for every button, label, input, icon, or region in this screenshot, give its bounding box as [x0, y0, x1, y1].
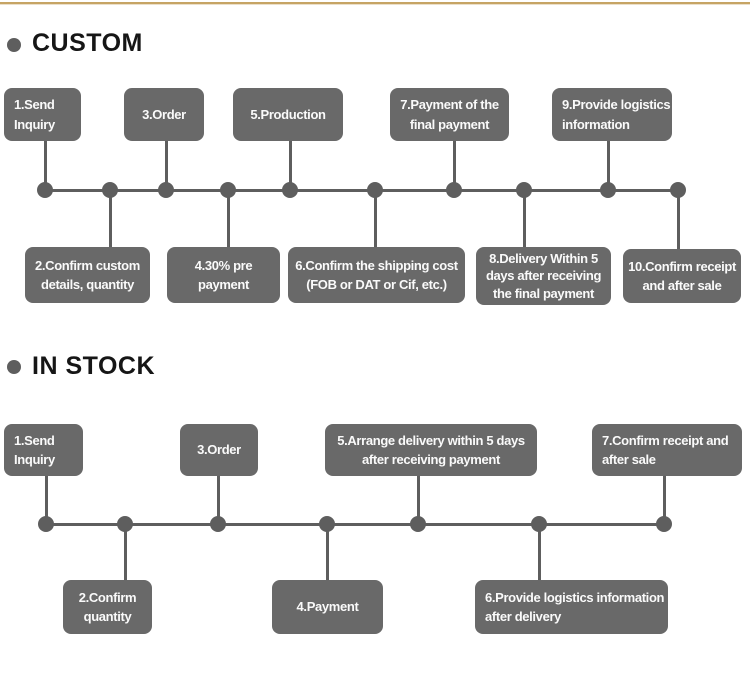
- in-stock-step-3: 3.Order: [180, 424, 258, 476]
- timeline-dot: [117, 516, 133, 532]
- in-stock-step-2: 2.Confirm quantity: [63, 580, 152, 634]
- connector: [523, 190, 526, 248]
- custom-timeline: [45, 189, 678, 192]
- connector: [663, 476, 666, 524]
- connector: [374, 190, 377, 248]
- timeline-dot: [600, 182, 616, 198]
- custom-step-6: 6.Confirm the shipping cost (FOB or DAT …: [288, 247, 465, 303]
- in-stock-step-5: 5.Arrange delivery within 5 days after r…: [325, 424, 537, 476]
- timeline-dot: [516, 182, 532, 198]
- timeline-dot: [282, 182, 298, 198]
- timeline-dot: [38, 516, 54, 532]
- connector: [326, 524, 329, 580]
- in-stock-step-4: 4.Payment: [272, 580, 383, 634]
- custom-step-2: 2.Confirm custom details, quantity: [25, 247, 150, 303]
- custom-section-title: CUSTOM: [32, 29, 143, 57]
- timeline-dot: [531, 516, 547, 532]
- in-stock-step-7: 7.Confirm receipt and after sale: [592, 424, 742, 476]
- connector: [538, 524, 541, 580]
- custom-step-5: 5.Production: [233, 88, 343, 141]
- custom-step-1: 1.Send Inquiry: [4, 88, 81, 141]
- timeline-dot: [670, 182, 686, 198]
- connector: [124, 524, 127, 580]
- timeline-dot: [210, 516, 226, 532]
- connector: [289, 141, 292, 190]
- in-stock-step-1: 1.Send Inquiry: [4, 424, 83, 476]
- timeline-dot: [158, 182, 174, 198]
- custom-step-7: 7.Payment of the final payment: [390, 88, 509, 141]
- top-accent-line: [0, 2, 750, 4]
- connector: [45, 476, 48, 524]
- timeline-dot: [220, 182, 236, 198]
- connector: [417, 476, 420, 524]
- bullet-icon: [7, 38, 21, 52]
- in-stock-section-title: IN STOCK: [32, 352, 155, 380]
- connector: [453, 140, 456, 190]
- timeline-dot: [37, 182, 53, 198]
- custom-step-10: 10.Confirm receipt and after sale: [623, 249, 741, 303]
- timeline-dot: [102, 182, 118, 198]
- in-stock-step-6: 6.Provide logistics information after de…: [475, 580, 668, 634]
- in-stock-timeline: [46, 523, 664, 526]
- connector: [217, 476, 220, 524]
- timeline-dot: [410, 516, 426, 532]
- connector: [227, 190, 230, 248]
- timeline-dot: [367, 182, 383, 198]
- bullet-icon: [7, 360, 21, 374]
- custom-step-3: 3.Order: [124, 88, 204, 141]
- timeline-dot: [656, 516, 672, 532]
- timeline-dot: [446, 182, 462, 198]
- connector: [109, 190, 112, 248]
- connector: [677, 190, 680, 250]
- connector: [44, 141, 47, 190]
- connector: [165, 141, 168, 190]
- custom-step-4: 4.30% pre payment: [167, 247, 280, 303]
- timeline-dot: [319, 516, 335, 532]
- connector: [607, 140, 610, 190]
- custom-step-9: 9.Provide logistics information: [552, 88, 672, 141]
- custom-step-8: 8.Delivery Within 5 days after receiving…: [476, 247, 611, 305]
